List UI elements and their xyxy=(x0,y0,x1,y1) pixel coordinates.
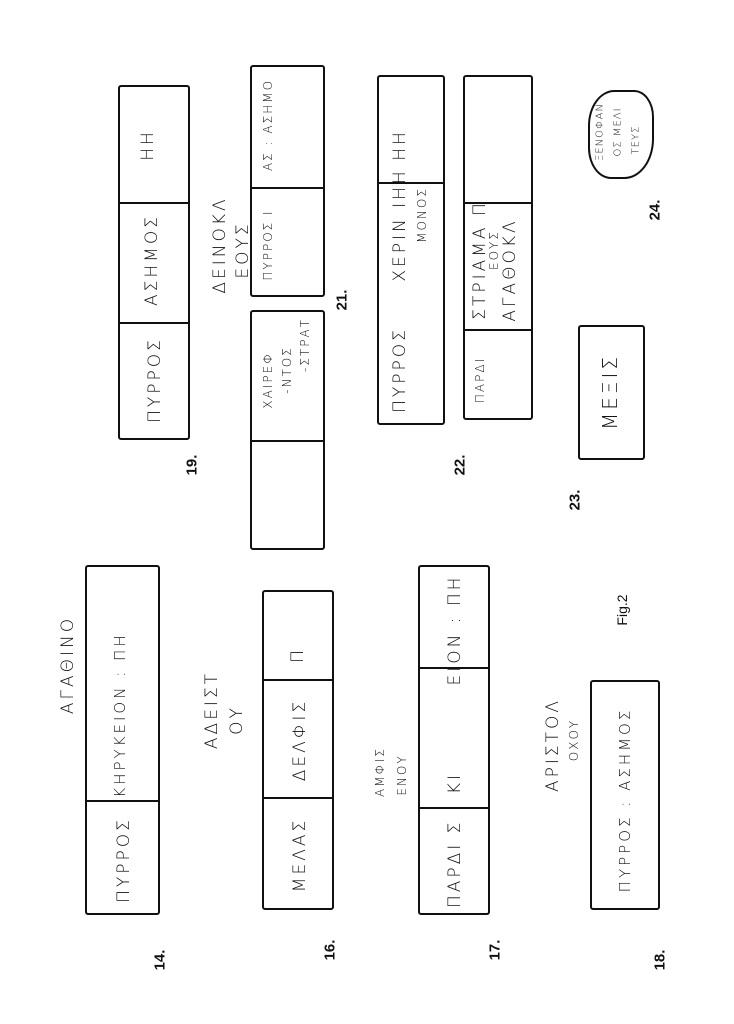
name-annotation-18-2: ΟΧΟΥ xyxy=(567,718,581,762)
tablet-22-text-1: ΠΥΡΡΟΣ xyxy=(390,327,410,413)
item-number-17: 17. xyxy=(486,939,504,961)
tablet-19-text-2: ΑΣΗΜΟΣ xyxy=(142,214,162,306)
tablet-22b-text-1: ΠΑΡΔΙ xyxy=(473,356,487,404)
tablet-22 xyxy=(377,75,445,425)
tablet-19 xyxy=(118,85,190,440)
tablet-16-text-1: ΜΕΛΑΣ xyxy=(290,817,310,893)
tablet-14-text-1: ΠΥΡΡΟΣ xyxy=(114,817,134,903)
tablet-20-line-2: -ΝΤΟΣ xyxy=(280,346,294,394)
tablet-18-text: ΠΥΡΡΟΣ : ΑΣΗΜΟΣ xyxy=(616,707,634,893)
name-annotation-18-1: ΑΡΙΣΤΟΛ xyxy=(543,697,563,793)
tablet-22b-line-b: ΕΟΥΣ xyxy=(487,230,501,270)
tablet-19-text-1: ΠΥΡΡΟΣ xyxy=(145,337,165,423)
item-number-19: 19. xyxy=(183,454,201,476)
name-annotation-16-2: ΟΥ xyxy=(227,705,247,735)
tablet-24-line-1: ΞΕΝΟΦΑΝ xyxy=(594,103,606,161)
tablet-16-text-2: ΔΕΛΦΙΣ xyxy=(290,698,310,782)
tablet-17-text-1: ΠΑΡΔΙ Σ : ΚΙ xyxy=(445,771,465,909)
tablet-14-text-2: ΚΗΡΥΚΕΙΟΝ : ΠΗ xyxy=(111,632,129,798)
name-annotation-17-2: ΕΝΟΥ xyxy=(395,754,409,796)
tablet-24 xyxy=(588,90,654,179)
figure-label: Fig.2 xyxy=(614,594,630,626)
tablet-20-line-1: ΧΑΙΡΕΦ xyxy=(261,351,275,409)
item-number-24: 24. xyxy=(646,199,664,221)
name-annotation-19-1: ΔΕΙΝΟΚΛ xyxy=(210,196,230,294)
tablet-21-text-1: ΠΥΡΡΟΣ Ι xyxy=(261,209,275,281)
name-annotation-14: ΑΓΑΘΙΝΟ xyxy=(58,615,78,715)
tablet-22-text-2: ΧΕΡΙΝ ΙΗΗ xyxy=(390,168,410,282)
tablet-20-line-3: -ΣΤΡΑΤ xyxy=(298,317,312,373)
tablet-22b xyxy=(463,75,533,420)
item-number-21: 21. xyxy=(333,289,351,311)
tablet-22-text-3: ΗΗ xyxy=(390,129,410,161)
tablet-23-text: ΜΕΞΙΣ xyxy=(598,353,622,431)
name-annotation-16-1: ΑΔΕΙΣΤ xyxy=(202,670,222,750)
item-number-16: 16. xyxy=(321,939,339,961)
tablet-16 xyxy=(262,590,334,910)
item-number-22: 22. xyxy=(451,454,469,476)
tablet-18 xyxy=(590,680,660,910)
tablet-24-line-2: ΟΣ ΜΕΛΙ xyxy=(612,107,624,157)
tablet-17 xyxy=(418,565,490,915)
tablet-22-text-4: ΜΟΝΟΣ xyxy=(415,187,429,243)
item-number-14: 14. xyxy=(151,949,169,971)
tablet-22b-line-a: ΑΓΑΘΟΚΛ xyxy=(500,218,520,322)
tablet-24-line-3: ΤΕΥΣ xyxy=(630,125,642,155)
tablet-20 xyxy=(250,310,325,550)
name-annotation-17-1: ΑΜΦΙΣ xyxy=(373,746,387,798)
item-number-23: 23. xyxy=(566,489,584,511)
tablet-17-text-2: ΕΙΟΝ : ΠΗ xyxy=(445,574,465,686)
tablet-21 xyxy=(250,65,325,297)
tablet-16-text-3: Π xyxy=(288,647,308,663)
tablet-21-text-2: ΑΣ : ΑΣΗΜΟ xyxy=(261,78,275,172)
tablet-23 xyxy=(578,325,645,460)
item-number-18: 18. xyxy=(651,949,669,971)
tablet-14 xyxy=(85,565,160,915)
tablet-19-text-3: ΗΗ xyxy=(138,129,158,161)
